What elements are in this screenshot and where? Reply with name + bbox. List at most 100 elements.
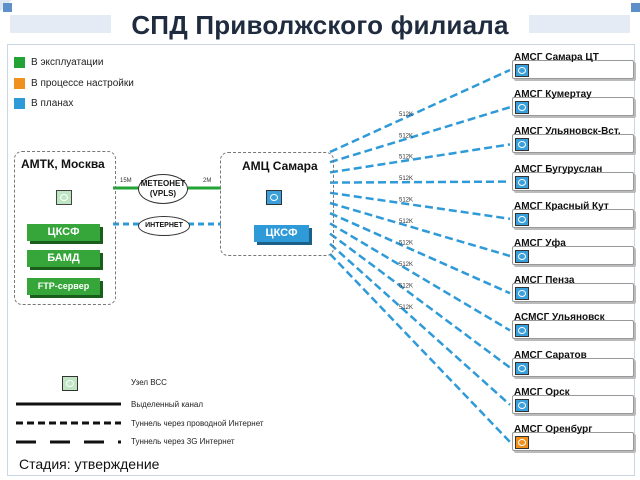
branch-speed-label: 512K (399, 112, 413, 118)
meteonet-sublabel: (VPLS) (149, 189, 177, 198)
branch-node-box (512, 60, 634, 79)
amtk-cksf-block: ЦКСФ (27, 224, 100, 241)
amtk-bamd-block: БАМД (27, 250, 100, 267)
branch-links: 512K 512K 512K 512K 512K 512K 512K 512K 512K 512K (329, 68, 511, 443)
branch-link (329, 242, 511, 406)
amc-cksf-block: ЦКСФ (254, 225, 309, 242)
branch-node: АМСГ Оренбург (510, 424, 640, 451)
legend-node-label: Узел ВСС (131, 378, 167, 387)
branch-node-label: АМСГ Ульяновск-Вст. (514, 126, 621, 138)
corner-decoration-right (628, 0, 640, 12)
amtk-router-icon (56, 190, 72, 205)
branch-node-box (512, 357, 634, 377)
branch-speed-label: 512K (399, 283, 413, 289)
branch-node-box (512, 283, 634, 303)
router-icon (515, 101, 529, 115)
branch-link (329, 232, 511, 369)
router-icon (515, 324, 529, 338)
branch-node-label: АМСГ Кумертау (514, 89, 592, 101)
amc-title: АМЦ Самара (242, 159, 318, 173)
router-icon (515, 361, 529, 375)
router-icon (515, 64, 529, 77)
branch-node-label: АМСГ Уфа (514, 238, 566, 249)
speed-2m: 2M (203, 178, 212, 184)
legend-in-operation: В эксплуатации (14, 57, 103, 68)
stage-label: Стадия: утверждение (19, 456, 160, 472)
page-title: СПД Приволжского филиала (111, 6, 529, 46)
legend-label: В планах (31, 98, 74, 109)
router-icon (515, 250, 529, 263)
branch-node-label: АМСГ Пенза (514, 275, 575, 287)
branch-node-label: АМСГ Саратов (514, 349, 587, 361)
legend-label: В эксплуатации (31, 57, 104, 68)
router-icon (515, 175, 529, 189)
branch-node-label: АСМСГ Ульяновск (514, 312, 605, 324)
branch-node: АМСГ Красный Кут (510, 200, 640, 228)
branch-link (329, 180, 511, 184)
branch-node: АМСГ Ульяновск-Вст. (510, 126, 640, 154)
branch-speed-label: 512K (399, 176, 413, 182)
branch-link (329, 201, 511, 258)
branch-node-box (512, 208, 634, 228)
router-icon (515, 436, 529, 449)
legend-label: В процессе настройки (31, 78, 134, 89)
branch-node-label: АМСГ Самара ЦТ (514, 52, 599, 63)
branch-node-label: АМСГ Бугуруслан (514, 163, 603, 175)
branch-node-label: АМСГ Оренбург (514, 424, 593, 435)
branch-node-box (512, 320, 634, 340)
branch-speed-label: 512K (399, 241, 413, 247)
amc-box (220, 152, 334, 256)
green-swatch (14, 57, 25, 68)
branch-link (329, 222, 511, 332)
branch-node-label: АМСГ Орск (514, 386, 570, 398)
legend-planned: В планах (14, 98, 73, 109)
corner-decoration-left (0, 0, 12, 12)
branch-speed-label: 512K (399, 155, 413, 161)
branch-node-box (512, 246, 634, 265)
internet-cloud: ИНТЕРНЕТ (138, 216, 190, 236)
branch-link (329, 191, 511, 221)
page-title-wrap: СПД Приволжского филиала (0, 6, 640, 46)
amtk-title: АМТК, Москва (21, 157, 105, 171)
meteonet-cloud: МЕТЕОНЕТ (VPLS) (138, 174, 188, 204)
branch-speed-label: 512K (399, 262, 413, 268)
orange-swatch (14, 78, 25, 89)
branch-node: АМСГ Уфа (510, 238, 640, 265)
branch-node: АМСГ Бугуруслан (510, 163, 640, 191)
branch-link (329, 143, 511, 174)
branch-node-box (512, 97, 634, 117)
speed-15m: 15M (120, 178, 132, 184)
branch-node-box (512, 134, 634, 154)
branch-node: АМСГ Саратов (510, 349, 640, 377)
branch-node: АМСГ Кумертау (510, 89, 640, 117)
amtk-box (14, 151, 116, 305)
branch-node: АМСГ Пенза (510, 275, 640, 303)
router-icon (515, 287, 529, 301)
branch-speed-label: 512K (399, 198, 413, 204)
branch-link (329, 106, 511, 164)
legend-longdash-label: Туннель через 3G Интернет (131, 437, 235, 446)
branch-speed-label: 512K (399, 219, 413, 225)
slide-frame (7, 44, 635, 476)
legend-dashed-label: Туннель через проводной Интернет (131, 419, 264, 428)
meteonet-label: МЕТЕОНЕТ (140, 179, 186, 188)
branch-node: АМСГ Орск (510, 386, 640, 414)
branch-node-box (512, 394, 634, 414)
legend-node-icon (62, 376, 78, 391)
router-icon (515, 138, 529, 152)
branch-link (329, 212, 511, 295)
branch-link (329, 68, 511, 154)
blue-swatch (14, 98, 25, 109)
branch-speed-label: 512K (399, 133, 413, 139)
branch-speed-label: 512K (399, 305, 413, 311)
branch-node: АМСГ Самара ЦТ (510, 52, 640, 79)
branch-node-label: АМСГ Красный Кут (514, 200, 609, 212)
legend-solid-label: Выделенный канал (131, 400, 203, 409)
branch-node-box (512, 171, 634, 191)
amtk-ftp-block: FTP-сервер (27, 278, 100, 295)
amc-router-icon (266, 190, 282, 205)
router-icon (515, 398, 529, 412)
branch-node-box (512, 432, 634, 451)
